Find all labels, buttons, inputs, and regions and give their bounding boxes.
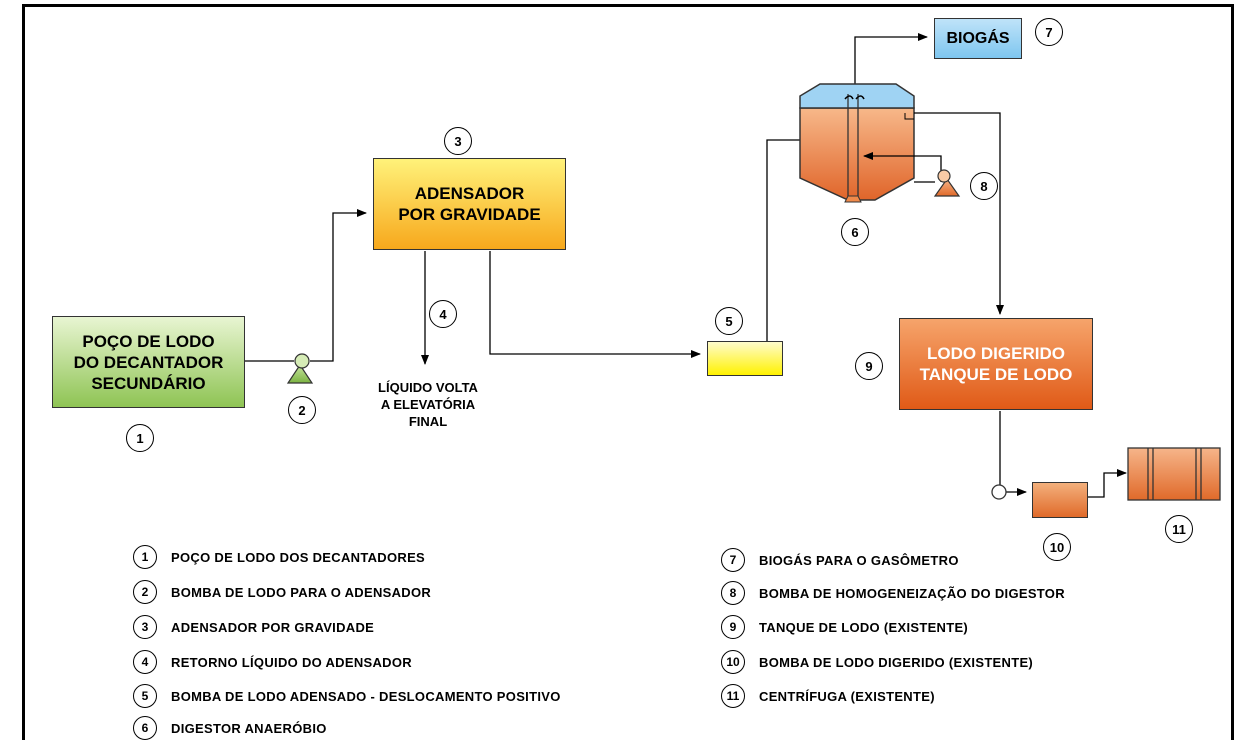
legend-number: 7 bbox=[721, 548, 745, 572]
centrifuge-icon bbox=[1127, 447, 1221, 501]
legend-item-8: 8 BOMBA DE HOMOGENEIZAÇÃO DO DIGESTOR bbox=[721, 581, 1065, 605]
number-2: 2 bbox=[288, 396, 316, 424]
legend-item-10: 10 BOMBA DE LODO DIGERIDO (EXISTENTE) bbox=[721, 650, 1033, 674]
legend-number: 4 bbox=[133, 650, 157, 674]
line-digester-to-tank bbox=[914, 112, 1004, 315]
legend-text: ADENSADOR POR GRAVIDADE bbox=[171, 619, 375, 635]
legend-item-9: 9 TANQUE DE LODO (EXISTENTE) bbox=[721, 615, 968, 639]
diagram-frame bbox=[22, 4, 1234, 740]
legend-number: 9 bbox=[721, 615, 745, 639]
legend-text: CENTRÍFUGA (EXISTENTE) bbox=[759, 688, 935, 704]
pump-2-icon bbox=[286, 353, 314, 384]
legend-number: 10 bbox=[721, 650, 745, 674]
legend-number: 6 bbox=[133, 716, 157, 740]
legend-number: 3 bbox=[133, 615, 157, 639]
number-9: 9 bbox=[855, 352, 883, 380]
number-7: 7 bbox=[1035, 18, 1063, 46]
number-8: 8 bbox=[970, 172, 998, 200]
box-pump-10 bbox=[1032, 482, 1088, 518]
line-box-to-centrifuge bbox=[1088, 469, 1127, 498]
legend-text: POÇO DE LODO DOS DECANTADORES bbox=[171, 549, 426, 565]
box-adensador: ADENSADOR POR GRAVIDADE bbox=[373, 158, 566, 250]
box-poco-de-lodo: POÇO DE LODO DO DECANTADOR SECUNDÁRIO bbox=[52, 316, 245, 408]
legend-item-4: 4 RETORNO LÍQUIDO DO ADENSADOR bbox=[133, 650, 412, 674]
number-5: 5 bbox=[715, 307, 743, 335]
legend-text: BOMBA DE LODO ADENSADO - DESLOCAMENTO PO… bbox=[171, 688, 561, 704]
legend-item-7: 7 BIOGÁS PARA O GASÔMETRO bbox=[721, 548, 959, 572]
legend-number: 5 bbox=[133, 684, 157, 708]
line-pump-to-adensador bbox=[310, 209, 367, 362]
line-pump5-to-digester bbox=[766, 139, 800, 342]
legend-number: 8 bbox=[721, 581, 745, 605]
number-11: 11 bbox=[1165, 515, 1193, 543]
box-lodo-digerido: LODO DIGERIDO TANQUE DE LODO bbox=[899, 318, 1093, 410]
pump-8-icon bbox=[933, 169, 961, 197]
line-digester-to-biogas bbox=[854, 33, 928, 86]
legend-item-11: 11 CENTRÍFUGA (EXISTENTE) bbox=[721, 684, 935, 708]
legend-number: 1 bbox=[133, 545, 157, 569]
number-4: 4 bbox=[429, 300, 457, 328]
legend-item-1: 1 POÇO DE LODO DOS DECANTADORES bbox=[133, 545, 425, 569]
legend-text: BOMBA DE LODO DIGERIDO (EXISTENTE) bbox=[759, 654, 1034, 670]
digester-vessel bbox=[799, 83, 915, 203]
legend-item-3: 3 ADENSADOR POR GRAVIDADE bbox=[133, 615, 374, 639]
legend-text: BOMBA DE HOMOGENEIZAÇÃO DO DIGESTOR bbox=[759, 585, 1065, 601]
legend-text: DIGESTOR ANAERÓBIO bbox=[171, 720, 327, 736]
pump-10-icon bbox=[991, 484, 1007, 500]
number-3: 3 bbox=[444, 127, 472, 155]
legend-text: BOMBA DE LODO PARA O ADENSADOR bbox=[171, 584, 432, 600]
number-6: 6 bbox=[841, 218, 869, 246]
number-10: 10 bbox=[1043, 533, 1071, 561]
legend-number: 11 bbox=[721, 684, 745, 708]
number-1: 1 bbox=[126, 424, 154, 452]
legend-text: RETORNO LÍQUIDO DO ADENSADOR bbox=[171, 654, 412, 670]
line-adensador-to-pump5 bbox=[489, 251, 701, 358]
legend-number: 2 bbox=[133, 580, 157, 604]
legend-item-2: 2 BOMBA DE LODO PARA O ADENSADOR bbox=[133, 580, 431, 604]
legend-text: BIOGÁS PARA O GASÔMETRO bbox=[759, 552, 959, 568]
legend-text: TANQUE DE LODO (EXISTENTE) bbox=[759, 619, 969, 635]
legend-item-5: 5 BOMBA DE LODO ADENSADO - DESLOCAMENTO … bbox=[133, 684, 561, 708]
legend-item-6: 6 DIGESTOR ANAERÓBIO bbox=[133, 716, 327, 740]
box-pump-5 bbox=[707, 341, 783, 376]
label-liquido-volta: LÍQUIDO VOLTA A ELEVATÓRIA FINAL bbox=[378, 380, 478, 429]
box-biogas: BIOGÁS bbox=[934, 18, 1022, 59]
